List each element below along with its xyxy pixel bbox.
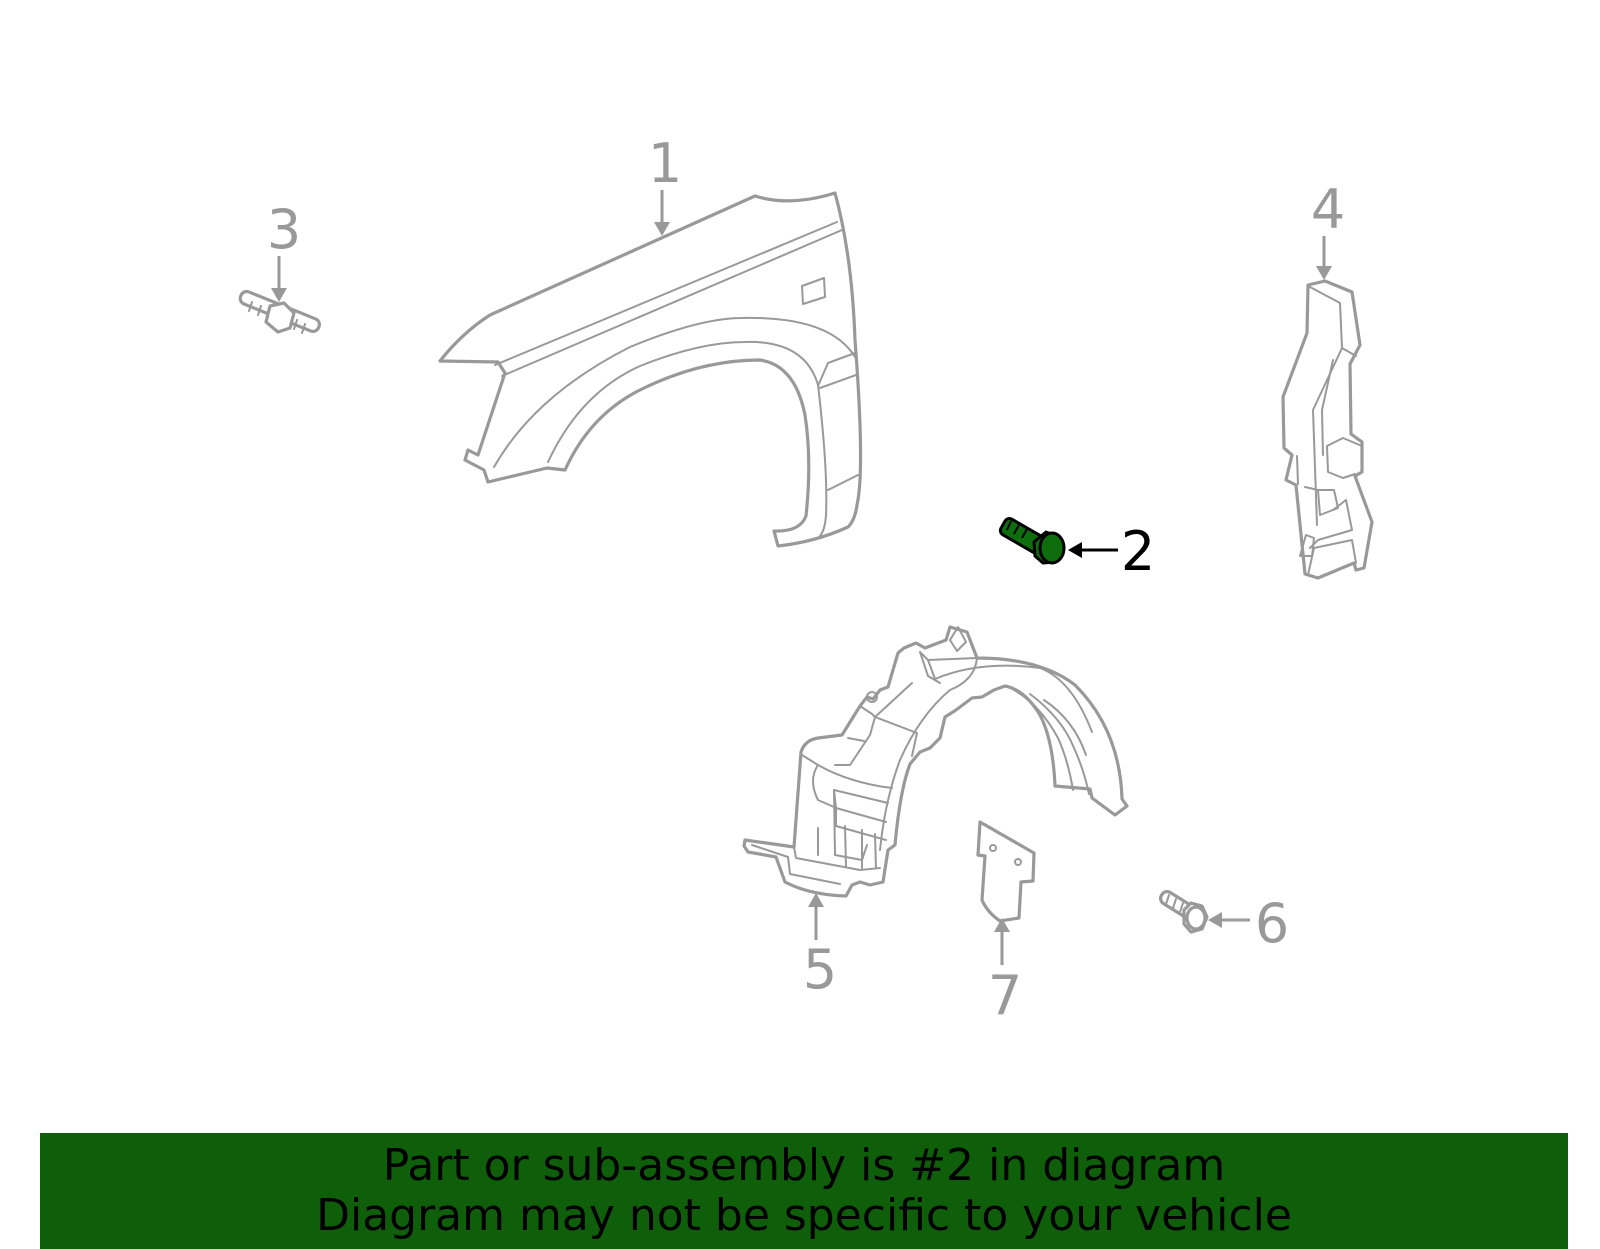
callout-4: 4 [1311,178,1345,241]
part-6-bolt[interactable] [1158,889,1209,934]
callout-6-arrowhead [1208,912,1222,928]
callout-1-arrowhead [654,222,670,236]
part-1-fender[interactable] [438,191,863,548]
part-4-bracket[interactable] [1281,279,1374,580]
callout-7-arrowhead [994,918,1010,932]
callout-4-arrowhead [1316,266,1332,280]
callout-5-arrowhead [808,893,824,907]
callout-1: 1 [648,132,682,195]
part-5-fender-liner[interactable] [742,625,1129,898]
part-3-stud[interactable] [238,289,321,334]
banner-line-2: Diagram may not be specific to your vehi… [316,1190,1292,1241]
callout-3: 3 [267,198,301,261]
callout-5: 5 [803,938,837,1001]
callout-2-arrowhead [1068,542,1082,558]
callout-7: 7 [988,964,1022,1027]
part-2-bolt[interactable] [998,517,1066,565]
banner-line-1: Part or sub-assembly is #2 in diagram [382,1140,1226,1191]
parts-diagram: 1 2 3 4 [238,132,1374,1027]
info-banner: Part or sub-assembly is #2 in diagram Di… [40,1133,1568,1249]
part-7-shield[interactable] [976,820,1036,923]
callout-6: 6 [1255,892,1289,955]
callout-2: 2 [1121,520,1155,583]
callout-3-arrowhead [271,288,287,302]
